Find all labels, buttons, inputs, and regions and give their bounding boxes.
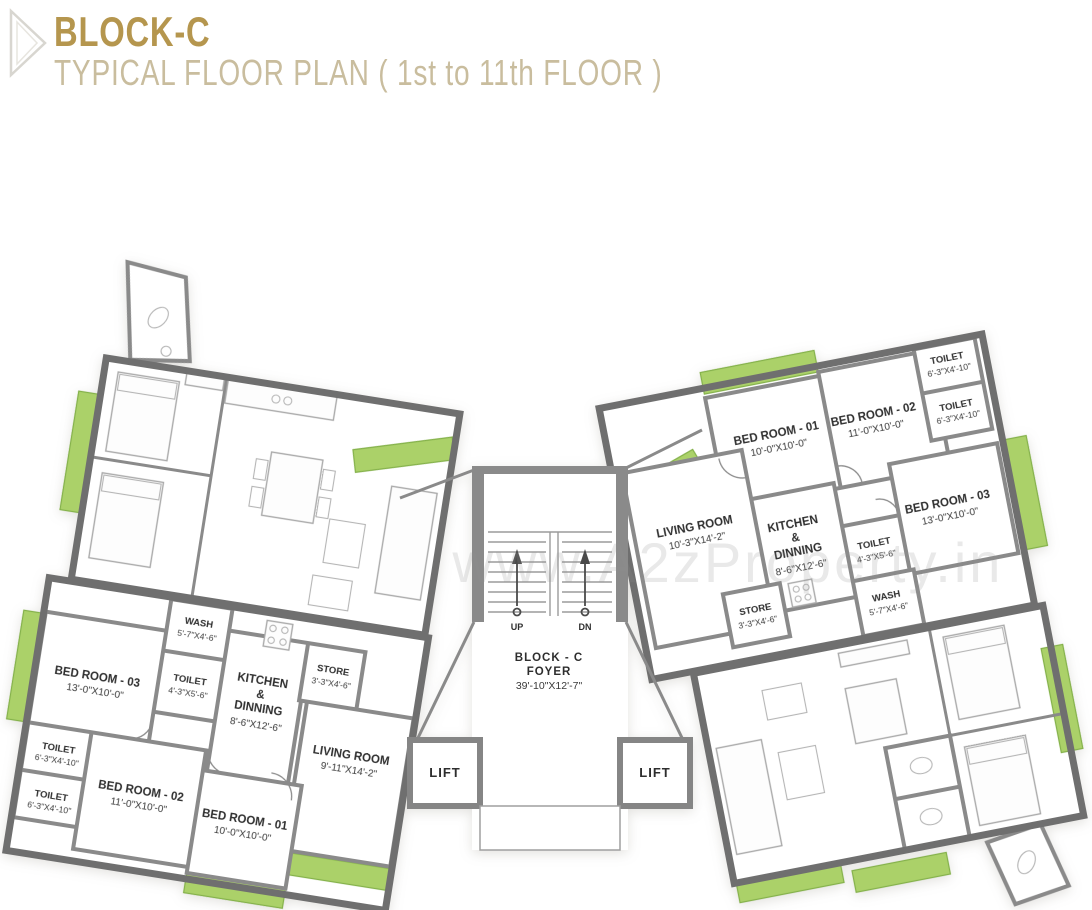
right-bedroom3-room: BED ROOM - 03 13'-0"X10'-0" (886, 440, 1021, 577)
page-title: BLOCK-C (54, 8, 211, 55)
lift-right-room: LIFT (617, 737, 693, 809)
right-store-room: STORE 3'-3"X4'-6" (720, 580, 793, 650)
pillow-icon (966, 736, 1028, 765)
chevron-outline (9, 8, 47, 78)
bed-icon (963, 734, 1042, 827)
up-label: UP (511, 622, 524, 632)
lift-right-label: LIFT (639, 765, 670, 780)
armchair-icon (761, 682, 808, 721)
room-label: TOILET (34, 788, 69, 804)
wall (90, 455, 212, 478)
door-arc (875, 498, 900, 516)
wall (190, 376, 229, 599)
room-label: WASH (871, 588, 901, 604)
room-label: STORE (316, 663, 350, 679)
chair-icon (319, 468, 337, 492)
right-toilet-small-room: TOILET 4'-3"X5'-6" (839, 512, 913, 584)
door-arc (271, 772, 293, 801)
bed-icon (104, 371, 181, 462)
tv-unit-icon (837, 639, 911, 668)
dn-label: DN (579, 622, 592, 632)
dining-table-icon (844, 677, 908, 745)
bed-icon (88, 471, 165, 569)
room-label: TOILET (172, 672, 207, 688)
coffee-table-icon (777, 744, 826, 801)
wall (949, 711, 1065, 738)
dining-table-icon (260, 451, 324, 525)
left-bedroom1-room: BED ROOM - 01 10'-0"X10'-0" (184, 767, 305, 891)
toilet-icon (147, 306, 169, 329)
up-arrow: UP (511, 549, 524, 632)
lift-left-room: LIFT (407, 737, 483, 809)
foyer-line1: BLOCK - C (515, 652, 583, 664)
toilet-icon (909, 756, 933, 775)
door-arc (128, 721, 153, 740)
chair-icon (248, 485, 265, 509)
sofa-icon (715, 738, 783, 856)
right-flat: BED ROOM - 01 10'-0"X10'-0" BED ROOM - 0… (595, 329, 1049, 684)
burner-icon (271, 394, 281, 404)
foyer-label: BLOCK - C FOYER 39'-10"X12'-7" (515, 652, 583, 692)
wall (616, 466, 628, 622)
burner-icon (283, 396, 293, 406)
left-bedroom2-room: BED ROOM - 02 11'-0"X10'-0" (70, 729, 209, 870)
door-arc (836, 465, 863, 484)
coffee-table-icon (322, 518, 367, 569)
lift-left-label: LIFT (429, 765, 460, 780)
left-toilet-b-room: TOILET 6'-3"X4'-10" (11, 767, 87, 830)
room-label: TOILET (41, 741, 76, 757)
wall (472, 466, 484, 622)
right-furnished-outline (689, 601, 1088, 888)
left-furnished-outline (67, 353, 464, 640)
toilet-icon (1017, 850, 1036, 875)
page-subtitle: TYPICAL FLOOR PLAN ( 1st to 11th FLOOR ) (54, 52, 663, 93)
sink-icon (160, 345, 172, 357)
foyer-lower-deck (479, 805, 621, 851)
wall (624, 621, 686, 743)
core: UP DN BLOCK - C FOYER 39'-10"X12'-7" LIF… (399, 428, 703, 851)
foyer-size: 39'-10"X12'-7" (516, 680, 583, 692)
room-label: & (790, 532, 800, 545)
foyer-line2: FOYER (527, 666, 572, 678)
bed-icon (942, 624, 1021, 721)
door-arc (207, 748, 227, 775)
building: BED ROOM - 03 13'-0"X10'-0" WASH 5'-7"X4… (2, 259, 1088, 910)
left-upper-corridor (125, 259, 192, 364)
left-flat: BED ROOM - 03 13'-0"X10'-0" WASH 5'-7"X4… (2, 573, 433, 910)
right-kitchen-room: KITCHEN & DINNING 8'-6"X12'-6" (748, 480, 859, 616)
armchair-icon (307, 574, 354, 612)
dn-arrow: DN (579, 549, 592, 632)
room-label: & (255, 689, 265, 702)
wall (414, 621, 476, 743)
right-furnished-flat (689, 601, 1088, 907)
wall (399, 468, 475, 500)
chair-icon (315, 496, 332, 520)
left-wash-room: WASH 5'-7"X4'-6" (160, 596, 235, 663)
watermark: www.A2zProperty.in (452, 531, 1004, 594)
door-arc (718, 458, 748, 479)
toilet-icon (919, 807, 943, 826)
core-floor (472, 466, 628, 850)
left-bedroom3-room: BED ROOM - 03 13'-0"X10'-0" (26, 609, 169, 744)
pillow-icon (100, 474, 162, 501)
left-furnished-flat (59, 259, 464, 640)
right-toilet-a-room: TOILET 6'-3"X4'-10" (911, 335, 986, 396)
pillow-icon (116, 373, 178, 400)
pillow-icon (944, 626, 1007, 655)
stairs (488, 531, 612, 616)
right-toilet-b-room: TOILET 6'-3"X4'-10" (919, 379, 995, 444)
right-lower-balcony2 (851, 851, 952, 894)
chair-icon (252, 458, 269, 481)
left-toilet-small-room: TOILET 4'-3"X5'-6" (151, 648, 227, 724)
sofa-icon (374, 485, 438, 601)
wall (472, 466, 628, 474)
left-store-room: STORE 3'-3"X4'-6" (296, 640, 368, 712)
chevron-icon (9, 8, 47, 78)
wall (625, 428, 703, 470)
room-label: WASH (184, 616, 214, 631)
chevron-inner (16, 20, 39, 66)
